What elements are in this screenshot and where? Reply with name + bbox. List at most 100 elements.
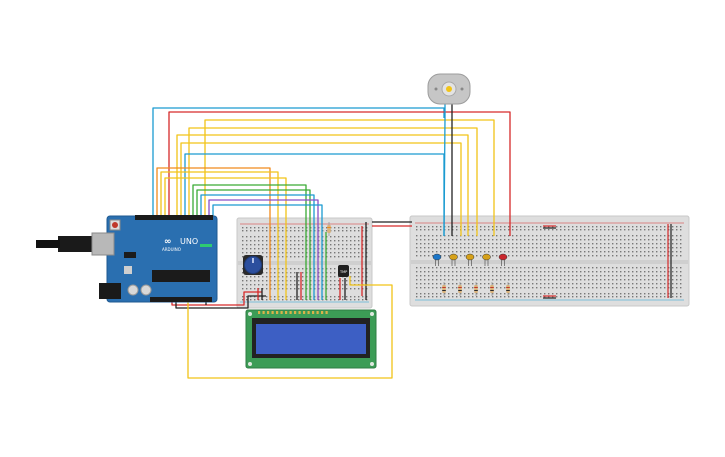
breadboard-hole [660, 247, 662, 249]
breadboard-hole [266, 227, 268, 229]
breadboard-hole [460, 271, 462, 273]
breadboard-hole [310, 244, 312, 246]
breadboard-hole [500, 235, 502, 237]
breadboard-hole [444, 247, 446, 249]
breadboard-hole [286, 276, 288, 278]
breadboard-hole [584, 235, 586, 237]
breadboard-hole [484, 267, 486, 269]
breadboard-hole [668, 279, 670, 281]
large-breadboard[interactable] [409, 215, 690, 307]
led-yellow[interactable] [482, 253, 491, 261]
breadboard-hole [484, 251, 486, 253]
breadboard-hole [544, 267, 546, 269]
led-yellow[interactable] [449, 253, 458, 261]
led-yellow[interactable] [465, 253, 475, 261]
breadboard-hole [262, 299, 264, 301]
breadboard-hole [552, 275, 554, 277]
breadboard-hole [496, 283, 498, 285]
breadboard-hole [354, 288, 356, 290]
breadboard-hole [472, 279, 474, 281]
resistor[interactable] [506, 285, 510, 293]
breadboard-hole [588, 271, 590, 273]
breadboard-hole [326, 256, 328, 258]
breadboard-hole [572, 271, 574, 273]
capacitor [127, 284, 139, 296]
breadboard-hole [480, 247, 482, 249]
breadboard-hole [560, 247, 562, 249]
potentiometer[interactable] [243, 255, 263, 275]
breadboard-hole [500, 239, 502, 241]
breadboard-hole [326, 299, 328, 301]
breadboard-hole [500, 279, 502, 281]
resistor[interactable] [442, 285, 446, 293]
resistor[interactable] [474, 285, 478, 293]
resistor[interactable] [490, 285, 494, 293]
led-blue[interactable] [432, 253, 442, 261]
breadboard-hole [596, 271, 598, 273]
breadboard-hole [424, 279, 426, 281]
breadboard-hole [334, 272, 336, 274]
breadboard-hole [676, 283, 678, 285]
breadboard-hole [600, 271, 602, 273]
breadboard-hole [488, 275, 490, 277]
breadboard-hole [310, 230, 312, 232]
breadboard-hole [306, 288, 308, 290]
breadboard-hole [456, 275, 458, 277]
breadboard-hole [448, 255, 450, 257]
breadboard-hole [528, 255, 530, 257]
temperature-sensor[interactable]: TMP [338, 265, 349, 277]
breadboard-hole [508, 283, 510, 285]
breadboard-hole [282, 296, 284, 298]
breadboard-hole [592, 229, 594, 231]
lcd-display[interactable] [245, 309, 377, 369]
breadboard-hole [516, 226, 518, 228]
breadboard-hole [322, 284, 324, 286]
breadboard-hole [242, 227, 244, 229]
breadboard-hole [548, 239, 550, 241]
breadboard-hole [440, 247, 442, 249]
breadboard-hole [274, 227, 276, 229]
breadboard-hole [664, 287, 666, 289]
breadboard-hole [330, 280, 332, 282]
breadboard-hole [428, 293, 430, 295]
breadboard-hole [660, 226, 662, 228]
breadboard-hole [294, 256, 296, 258]
resistor[interactable] [327, 225, 331, 233]
breadboard-hole [636, 275, 638, 277]
breadboard-hole [420, 267, 422, 269]
breadboard-hole [258, 240, 260, 242]
breadboard-hole [266, 244, 268, 246]
breadboard-hole [420, 283, 422, 285]
breadboard-hole [440, 235, 442, 237]
breadboard-hole [314, 272, 316, 274]
breadboard-hole [676, 267, 678, 269]
breadboard-hole [270, 296, 272, 298]
arduino-uno-board[interactable]: ∞ UNO ARDUINO [36, 215, 218, 303]
wire-blue-lcd [200, 194, 315, 300]
breadboard-hole [242, 276, 244, 278]
breadboard-hole [306, 272, 308, 274]
breadboard-hole [516, 235, 518, 237]
breadboard-hole [342, 240, 344, 242]
breadboard-hole [440, 275, 442, 277]
dc-motor[interactable] [427, 73, 471, 105]
breadboard-hole [540, 279, 542, 281]
breadboard-hole [572, 255, 574, 257]
breadboard-hole [648, 255, 650, 257]
breadboard-hole [608, 229, 610, 231]
breadboard-hole [612, 283, 614, 285]
breadboard-hole [358, 236, 360, 238]
breadboard-hole [544, 251, 546, 253]
breadboard-hole [504, 287, 506, 289]
small-breadboard[interactable] [236, 217, 373, 309]
breadboard-hole [672, 247, 674, 249]
breadboard-hole [644, 229, 646, 231]
breadboard-hole [436, 275, 438, 277]
breadboard-hole [548, 235, 550, 237]
breadboard-hole [592, 279, 594, 281]
breadboard-hole [564, 283, 566, 285]
resistor[interactable] [458, 285, 462, 293]
breadboard-hole [306, 284, 308, 286]
led-red[interactable] [498, 253, 508, 261]
breadboard-hole [290, 244, 292, 246]
